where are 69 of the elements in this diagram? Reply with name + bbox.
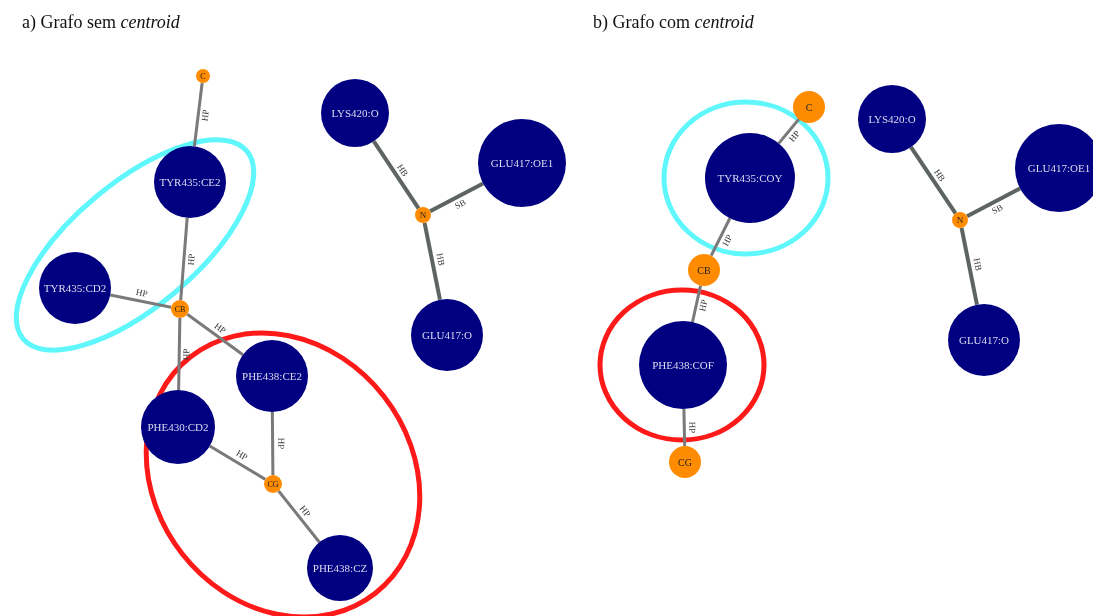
edge-label: HP [200,109,212,122]
connector-line [270,412,275,475]
atom-circle [171,300,189,318]
connector-line [691,285,702,323]
connector-line [372,140,421,210]
connector-line [422,222,442,301]
node-label: PHE430:CD2 [147,421,209,433]
edge-label: HB [932,168,947,184]
connector-line [777,118,800,145]
node-label: N [956,215,964,225]
node-label: TYR435:CE2 [159,176,221,188]
node-label: CG [267,479,279,489]
connector-line [177,317,182,391]
edge-label: HP [297,504,313,519]
connector-line [192,82,204,147]
connector-line [208,444,267,481]
node-label: PHE438:CE2 [242,370,302,382]
connector-line [110,293,172,309]
atom-circle [264,475,282,493]
edge-label: HP [687,421,697,434]
connector-line [909,146,958,215]
connector-line [959,227,979,306]
edge-label: SB [453,197,468,211]
node-label: GLU417:OE1 [1027,162,1091,174]
atom-circle [415,207,431,223]
node-label: CB [697,264,711,276]
residue-circle [236,340,308,412]
panel-title: a) Grafo sem centroid [22,12,180,33]
connector-line [277,490,321,544]
residue-circle [141,390,215,464]
node-label: PHE438:CZ [312,562,368,574]
node-label: TYR435:CD2 [43,282,107,294]
node-label: C [200,71,206,81]
edge-label: HB [434,252,446,267]
node-label: N [419,210,427,220]
node-label: C [805,101,813,113]
panel-title: b) Grafo com centroid [593,12,754,33]
atom-circle [688,254,720,286]
edge-label: HP [135,287,149,299]
connector-line [179,217,189,301]
edge-label: HP [182,348,192,360]
edge-label: HP [275,437,285,450]
node-label: LYS420:O [868,113,916,125]
edge-label: HP [720,233,734,248]
edge-label: HP [787,129,802,144]
edge-label: HP [186,253,197,266]
node-label: GLU417:O [958,334,1010,346]
atom-circle [793,91,825,123]
node-label: TYR435:COY [717,172,783,184]
node-label: GLU417:O [421,329,473,341]
atom-circle [952,212,968,228]
edge-label: HP [698,298,710,313]
connector-line [966,186,1021,219]
node-label: CG [678,456,692,468]
edge-label: SB [990,202,1005,216]
node-label: LYS420:O [331,107,379,119]
connector-line [682,408,687,447]
atom-circle [669,446,701,478]
edge-label: HB [395,162,410,179]
edge-label: HP [212,321,227,336]
node-label: CB [174,304,186,314]
connector-line [429,181,484,214]
residue-circle [307,535,373,601]
node-label: PHE438:COF [652,359,714,371]
atom-circle [196,69,210,83]
connector-line [186,313,244,357]
edge-label: HP [234,449,249,463]
node-label: GLU417:OE1 [490,157,554,169]
edge-label: HB [971,257,983,272]
